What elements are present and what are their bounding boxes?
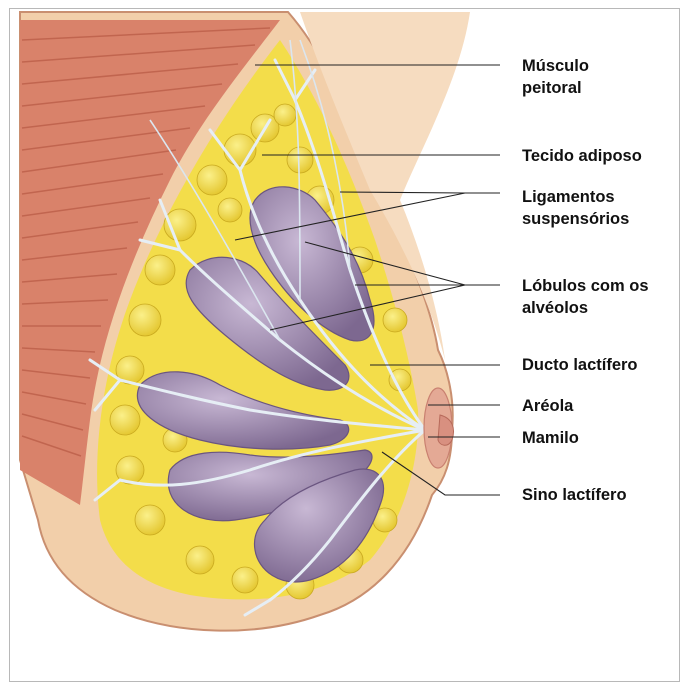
- label-tecido-adiposo: Tecido adiposo: [522, 145, 642, 167]
- label-ducto-lactifero: Ducto lactífero: [522, 354, 638, 376]
- label-areola: Aréola: [522, 395, 573, 417]
- label-musculo-line2: peitoral: [522, 77, 589, 99]
- label-ligamentos-line1: Ligamentos: [522, 186, 629, 208]
- label-musculo-line1: Músculo: [522, 55, 589, 77]
- label-ligamentos: Ligamentos suspensórios: [522, 186, 629, 230]
- label-musculo-peitoral: Músculo peitoral: [522, 55, 589, 99]
- label-mamilo: Mamilo: [522, 427, 579, 449]
- label-lobulos: Lóbulos com os alvéolos: [522, 275, 649, 319]
- label-sino-lactifero: Sino lactífero: [522, 484, 627, 506]
- label-lobulos-line1: Lóbulos com os: [522, 275, 649, 297]
- label-ligamentos-line2: suspensórios: [522, 208, 629, 230]
- label-lobulos-line2: alvéolos: [522, 297, 649, 319]
